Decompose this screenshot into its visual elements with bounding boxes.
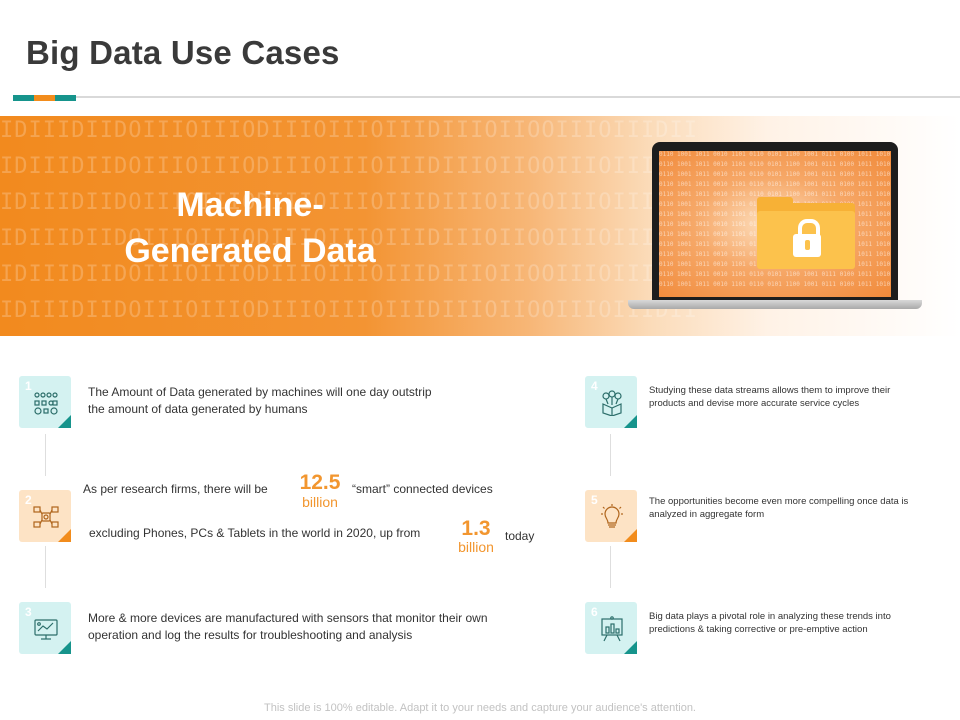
case-2-icon-box: 2 xyxy=(19,490,71,542)
accent-bar-teal xyxy=(13,95,34,101)
binary-pattern: IDIIIDIIDOIIIOIIIODIIIOIIIOIIIDIIIOIIOOI… xyxy=(0,298,700,323)
case-5-icon-box: 5 xyxy=(585,490,637,542)
case-4-text: Studying these data streams allows them … xyxy=(649,385,891,409)
case-2-line1-post: “smart” connected devices xyxy=(352,482,493,496)
case-3-icon-box: 3 xyxy=(19,602,71,654)
laptop-screen: 0110 1001 1011 0010 1101 0110 0101 1100 … xyxy=(659,151,891,297)
screen-binary: 0110 1001 1011 0010 1101 0110 0101 1100 … xyxy=(659,281,891,288)
connector-line xyxy=(610,546,611,588)
laptop-illustration: 0110 1001 1011 0010 1101 0110 0101 1100 … xyxy=(628,142,922,312)
connector-line xyxy=(45,546,46,588)
stat-1-3-unit: billion xyxy=(458,539,494,555)
connector-line xyxy=(45,434,46,476)
footer-note: This slide is 100% editable. Adapt it to… xyxy=(264,702,696,714)
case-3-text: More & more devices are manufactured wit… xyxy=(88,611,488,642)
connector-line xyxy=(610,434,611,476)
binary-pattern: IDIIIDIIDOIIIOIIIODIIIOIIIOIIIDIIIOIIOOI… xyxy=(0,190,700,215)
case-number: 3 xyxy=(25,605,32,619)
case-6-text: Big data plays a pivotal role in analyzi… xyxy=(649,611,891,635)
page-title: Big Data Use Cases xyxy=(26,34,340,71)
case-1-text: The Amount of Data generated by machines… xyxy=(88,385,432,416)
case-number: 5 xyxy=(591,493,598,507)
case-2-line2-pre: excluding Phones, PCs & Tablets in the w… xyxy=(89,526,421,540)
title-divider xyxy=(76,96,960,98)
screen-binary: 0110 1001 1011 0010 1101 0110 0101 1100 … xyxy=(659,171,891,178)
case-6-icon-box: 6 xyxy=(585,602,637,654)
lock-icon xyxy=(798,219,820,239)
banner-heading-line2: Generated Data xyxy=(124,232,376,270)
case-number: 1 xyxy=(25,379,32,393)
binary-pattern: IDIIIDIIDOIIIOIIIODIIIOIIIOIIIDIIIOIIOOI… xyxy=(0,154,700,179)
binary-pattern: IDIIIDIIDOIIIOIIIODIIIOIIIOIIIDIIIOIIOOI… xyxy=(0,118,700,143)
binary-pattern: IDIIIDIIDOIIIOIIIODIIIOIIIOIIIDIIIOIIOOI… xyxy=(0,262,700,287)
box-dollar-icon xyxy=(602,390,622,416)
stat-12-5-unit: billion xyxy=(302,494,338,510)
screen-binary: 0110 1001 1011 0010 1101 0110 0101 1100 … xyxy=(659,271,891,278)
banner: IDIIIDIIDOIIIOIIIODIIIOIIIOIIIDIIIOIIOOI… xyxy=(0,116,960,336)
case-4-icon-box: 4 xyxy=(585,376,637,428)
stat-12-5-value: 12.5 xyxy=(299,471,341,494)
screen-binary: 0110 1001 1011 0010 1101 0110 0101 1100 … xyxy=(659,161,891,168)
lightbulb-icon xyxy=(601,504,623,528)
stat-1-3-value: 1.3 xyxy=(461,517,491,540)
case-number: 4 xyxy=(591,379,598,393)
network-devices-icon xyxy=(33,506,59,528)
binary-pattern: IDIIIDIIDOIIIOIIIODIIIOIIIOIIIDIIIOIIOOI… xyxy=(0,226,700,251)
screen-binary: 0110 1001 1011 0010 1101 0110 0101 1100 … xyxy=(659,181,891,188)
accent-bar-orange xyxy=(34,95,55,101)
case-2-line1-pre: As per research firms, there will be xyxy=(83,482,268,496)
lock-folder-icon xyxy=(757,197,855,269)
screen-binary: 0110 1001 1011 0010 1101 0110 0101 1100 … xyxy=(659,191,891,198)
monitor-chart-icon xyxy=(34,619,58,640)
case-number: 6 xyxy=(591,605,598,619)
case-2-line2-post: today xyxy=(505,529,535,543)
laptop-screen-frame: 0110 1001 1011 0010 1101 0110 0101 1100 … xyxy=(652,142,898,300)
analytics-board-icon xyxy=(601,616,623,642)
banner-heading-line1: Machine- xyxy=(176,186,324,224)
case-number: 2 xyxy=(25,493,32,507)
case-5-text: The opportunities become even more compe… xyxy=(649,496,909,520)
data-flow-icon xyxy=(34,392,58,415)
screen-binary: 0110 1001 1011 0010 1101 0110 0101 1100 … xyxy=(659,151,891,158)
accent-bar-teal-2 xyxy=(55,95,76,101)
laptop-base xyxy=(628,300,922,309)
case-1-icon-box: 1 xyxy=(19,376,71,428)
banner-heading: Machine- Generated Data xyxy=(60,182,440,274)
